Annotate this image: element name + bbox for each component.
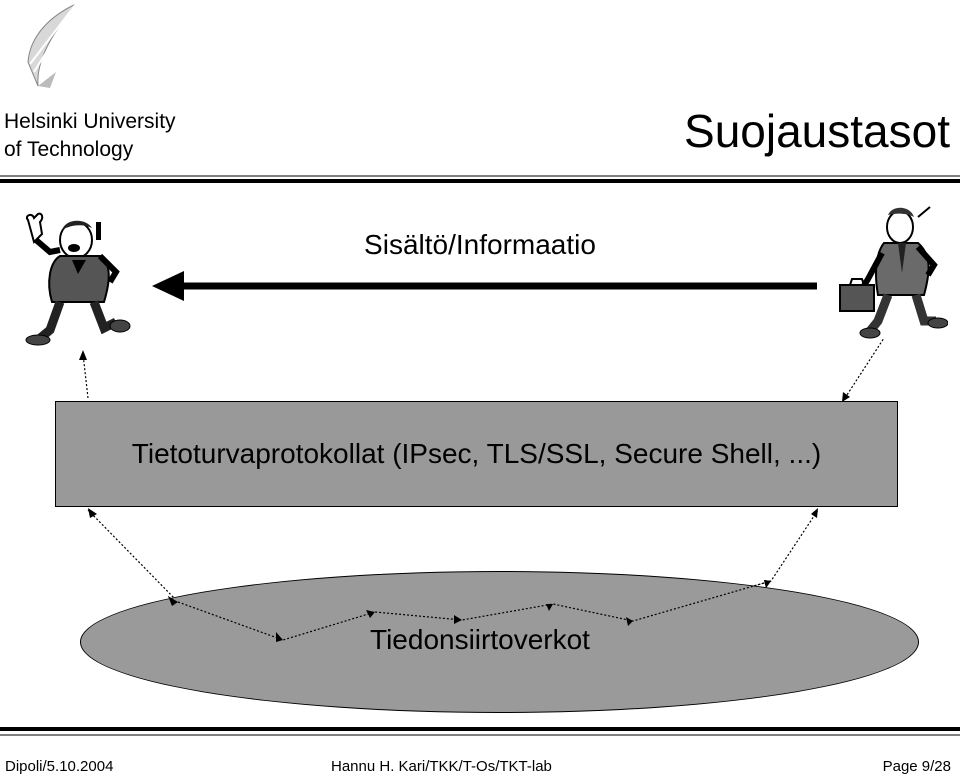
network-label: Tiedonsiirtoverkot <box>370 624 590 655</box>
right-person-icon <box>839 206 948 339</box>
content-arrow <box>152 271 817 301</box>
protocol-box: Tietoturvaprotokollat (IPsec, TLS/SSL, S… <box>55 401 898 507</box>
university-name-line1: Helsinki University <box>4 110 176 133</box>
arrowhead-icon <box>79 350 87 360</box>
arrowhead-icon <box>842 392 850 402</box>
header-rule <box>0 175 960 183</box>
network-oval <box>80 571 919 713</box>
arrowhead-icon <box>811 508 818 518</box>
arrowhead-icon <box>88 508 97 518</box>
footer-author: Hannu H. Kari/TKK/T-Os/TKT-lab <box>331 758 552 775</box>
footer-date: Dipoli/5.10.2004 <box>5 758 114 775</box>
left-person-icon <box>25 212 131 346</box>
university-logo <box>20 2 82 90</box>
logo-flame-icon <box>27 3 77 88</box>
university-name-line2: of Technology <box>4 138 134 161</box>
footer-rule <box>0 727 960 736</box>
university-name: Helsinki University of Technology <box>4 108 176 164</box>
slide-title: Suojaustasot <box>684 105 950 157</box>
content-label: Sisältö/Informaatio <box>364 229 596 260</box>
footer-page-number: Page 9/28 <box>882 758 951 775</box>
connector-left-person-to-box <box>82 353 89 399</box>
protocol-label: Tietoturvaprotokollat (IPsec, TLS/SSL, S… <box>131 438 822 469</box>
